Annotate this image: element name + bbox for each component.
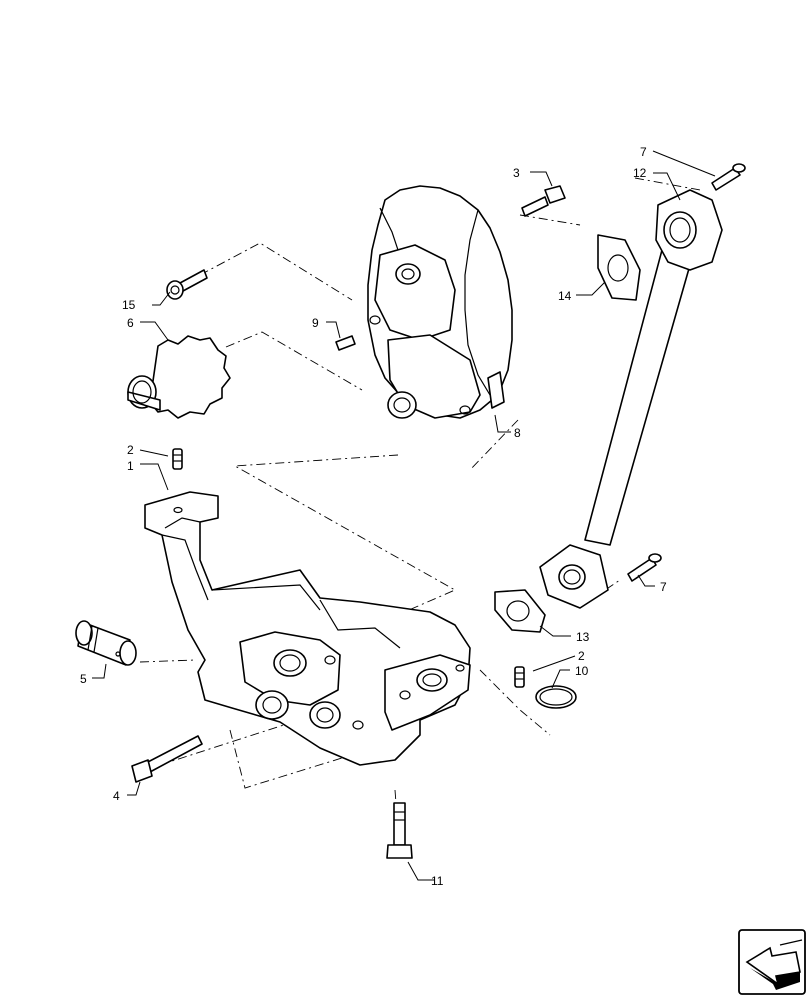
socket-screw	[166, 269, 208, 300]
callout-2-upper: 2	[127, 443, 134, 457]
callout-11: 11	[431, 874, 444, 888]
screw-upper	[521, 185, 566, 217]
callout-5: 5	[80, 672, 87, 686]
leader-lines	[92, 150, 716, 881]
callout-1: 1	[127, 459, 134, 473]
stud-small	[335, 335, 356, 351]
drive-gear-assembly	[367, 185, 513, 419]
next-page-arrow-icon[interactable]	[738, 929, 806, 995]
callout-7-lower: 7	[660, 580, 667, 594]
dowel-pin-upper	[172, 448, 183, 470]
gasket-upper	[597, 234, 641, 301]
bolt-lower-right	[627, 553, 662, 582]
delivery-pipe	[539, 189, 723, 609]
bolt-upper-right	[711, 163, 746, 191]
callout-8: 8	[514, 426, 521, 440]
callout-4: 4	[113, 789, 120, 803]
o-ring	[535, 685, 577, 709]
callout-14: 14	[558, 289, 572, 303]
gasket-lower	[494, 589, 546, 633]
callout-7-upper: 7	[640, 145, 647, 159]
callout-12: 12	[633, 166, 647, 180]
callout-10: 10	[575, 664, 589, 678]
bolt-bottom	[386, 802, 413, 859]
relief-valve-plug	[75, 620, 137, 666]
bolt-long	[131, 735, 203, 783]
callout-15: 15	[122, 298, 136, 312]
pump-body	[144, 491, 471, 766]
driven-gear	[127, 335, 231, 419]
callout-2-lower: 2	[578, 649, 585, 663]
callout-6: 6	[127, 316, 134, 330]
dowel-pin-lower	[514, 666, 525, 688]
callout-3: 3	[513, 166, 520, 180]
callout-numbers: 2 1 3 4 5 6 7 7 8 9 10 11 12 13 14 15 2	[80, 145, 667, 888]
callout-9: 9	[312, 316, 319, 330]
callout-13: 13	[576, 630, 590, 644]
